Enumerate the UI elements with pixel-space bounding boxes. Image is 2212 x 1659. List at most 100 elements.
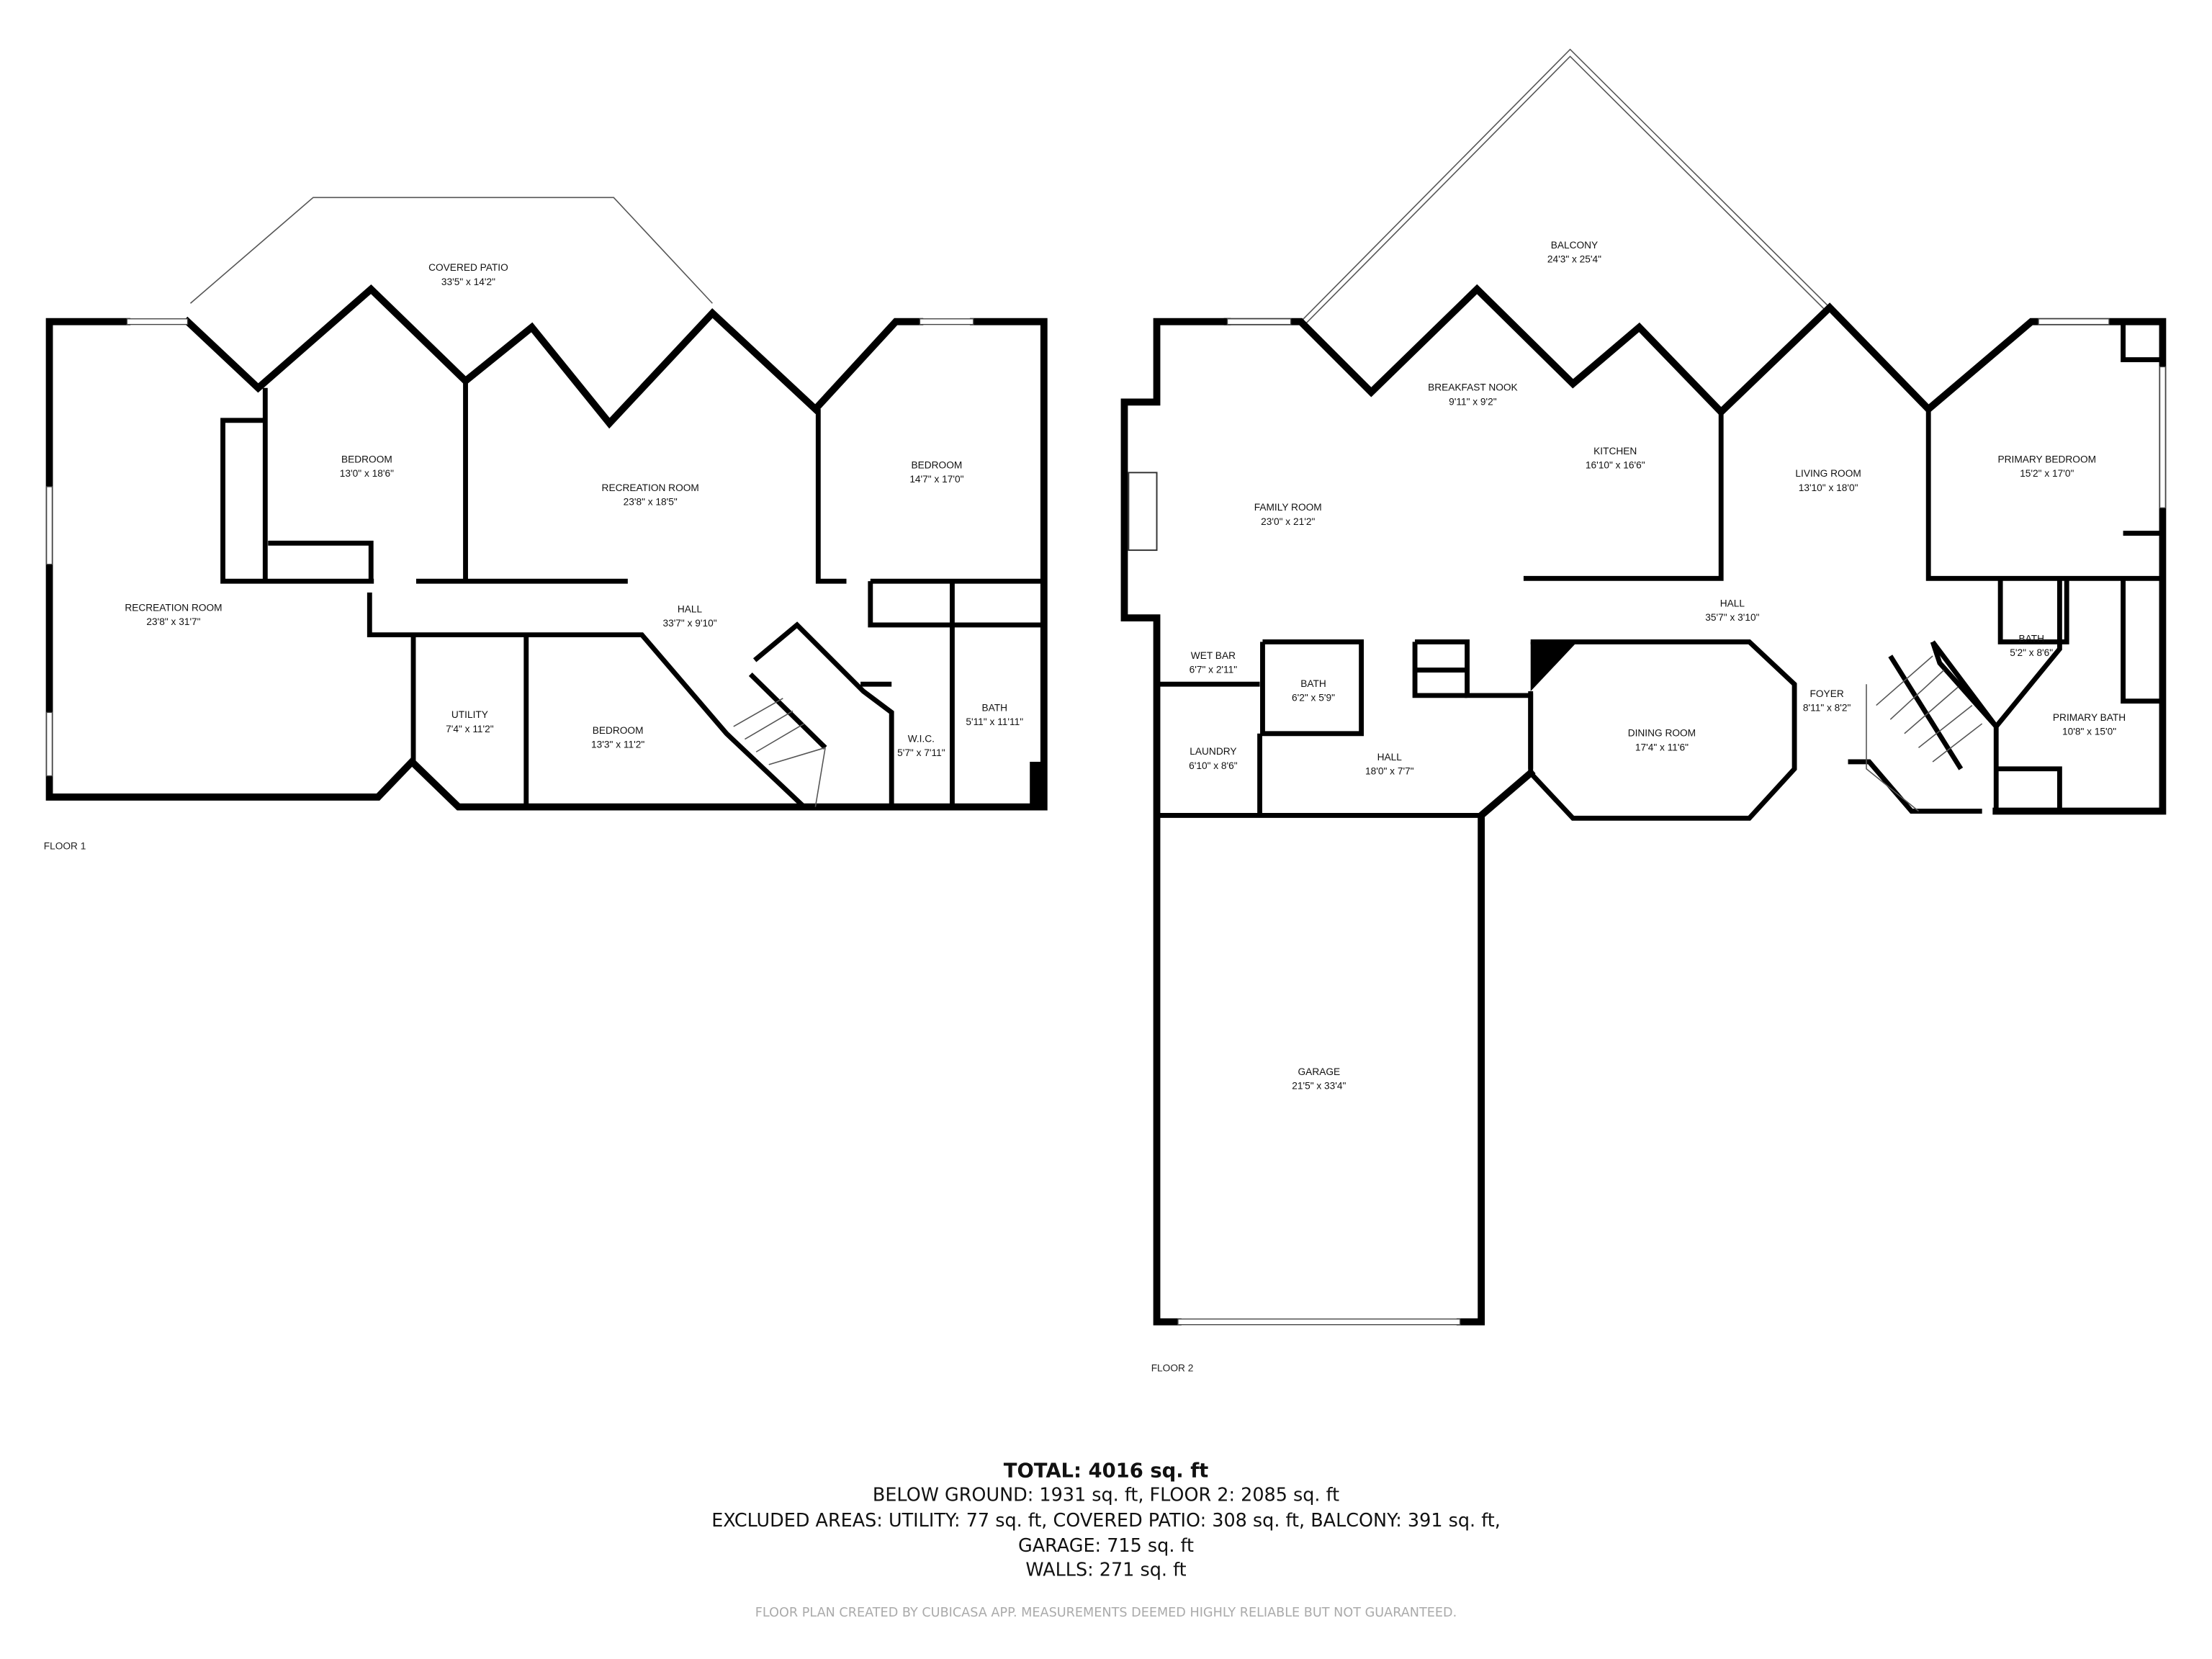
foyer-wall [1848, 759, 1982, 814]
room-name: RECREATION ROOM [602, 482, 699, 493]
floor-1-facade-wall [182, 284, 924, 429]
floor-1-exterior-wall [45, 318, 1048, 811]
area-line-4: WALLS: 271 sq. ft [1025, 1559, 1186, 1581]
window [45, 711, 53, 777]
covered-patio-outline [189, 197, 713, 304]
stairs [733, 698, 826, 807]
room-dims: 6'2" x 5'9" [1292, 693, 1335, 703]
room-name: BREAKFAST NOOK [1428, 382, 1518, 393]
room-name: GARAGE [1298, 1066, 1341, 1077]
room-name: BATH [1300, 678, 1326, 689]
room-name: HALL [1720, 598, 1745, 608]
room-dims: 33'5" x 14'2" [441, 276, 495, 287]
interior-wall [2121, 321, 2163, 363]
window [2038, 318, 2110, 325]
room-name: RECREATION ROOM [125, 602, 222, 613]
window [126, 318, 189, 325]
wall-block [1030, 761, 1044, 807]
stair-wall [1888, 655, 1964, 770]
room-name: BEDROOM [911, 459, 962, 470]
room-dims: 14'7" x 17'0" [909, 474, 963, 485]
floor-1-label: FLOOR 1 [44, 840, 86, 851]
room-name: DINING ROOM [1628, 728, 1696, 739]
area-line-2: EXCLUDED AREAS: UTILITY: 77 sq. ft, COVE… [711, 1510, 1501, 1532]
interior-wall [1523, 412, 1724, 581]
room-name: FAMILY ROOM [1254, 502, 1322, 513]
total-area: TOTAL: 4016 sq. ft [1004, 1460, 1208, 1482]
room-name: WET BAR [1191, 650, 1236, 661]
floor-1-labels: COVERED PATIO 33'5" x 14'2" BEDROOM 13'0… [44, 262, 1023, 851]
room-name: LIVING ROOM [1795, 468, 1861, 479]
floor-2-label: FLOOR 2 [1151, 1362, 1194, 1373]
dining-room-wall [1528, 639, 1797, 821]
room-name: UTILITY [451, 709, 488, 720]
room-name: COVERED PATIO [428, 262, 508, 273]
room-dims: 33'7" x 9'10" [662, 618, 716, 629]
floor-2-exterior-wall [1120, 318, 1231, 1326]
garage-wall [1456, 768, 1536, 1326]
interior-wall [868, 581, 1044, 628]
interior-wall [1415, 639, 1534, 769]
area-line-3: GARAGE: 715 sq. ft [1018, 1535, 1194, 1557]
room-name: PRIMARY BATH [2053, 712, 2126, 723]
interior-wall [2121, 578, 2163, 704]
room-dims: 23'8" x 31'7" [146, 616, 200, 627]
area-line-1: BELOW GROUND: 1931 sq. ft, FLOOR 2: 2085… [873, 1485, 1339, 1506]
balcony-outline [1300, 48, 1830, 323]
area-summary: TOTAL: 4016 sq. ft BELOW GROUND: 1931 sq… [711, 1460, 1501, 1620]
room-name: BEDROOM [593, 725, 644, 736]
room-dims: 5'11" x 11'11" [966, 716, 1023, 727]
interior-wall [1260, 639, 1364, 737]
interior-wall [1930, 578, 2062, 731]
garage-door [1177, 1318, 1461, 1326]
room-dims: 13'0" x 18'6" [340, 468, 394, 479]
room-dims: 6'10" x 8'6" [1189, 760, 1238, 771]
interior-wall [268, 540, 374, 582]
room-dims: 5'2" x 8'6" [2010, 647, 2053, 658]
room-dims: 35'7" x 3'10" [1705, 612, 1759, 623]
disclaimer: FLOOR PLAN CREATED BY CUBICASA APP. MEAS… [755, 1606, 1457, 1620]
room-dims: 23'0" x 21'2" [1261, 516, 1315, 527]
room-dims: 5'7" x 7'11" [897, 747, 945, 758]
room-dims: 16'10" x 16'6" [1586, 459, 1645, 470]
room-name: LAUNDRY [1190, 746, 1236, 757]
interior-wall [1925, 409, 2163, 581]
wall-block [1530, 642, 1578, 691]
room-name: HALL [678, 603, 703, 614]
interior-wall [752, 621, 894, 807]
room-dims: 17'4" x 11'6" [1635, 742, 1689, 752]
room-name: FOYER [1810, 688, 1844, 699]
balcony-outline [1304, 55, 1826, 325]
room-dims: 24'3" x 25'4" [1547, 253, 1601, 264]
interior-wall [1997, 578, 2069, 644]
room-name: KITCHEN [1593, 446, 1637, 457]
room-name: PRIMARY BEDROOM [1997, 454, 2096, 465]
room-name: W.I.C. [908, 734, 935, 745]
interior-wall [1412, 642, 1467, 698]
room-dims: 8'11" x 8'2" [1803, 702, 1851, 713]
room-dims: 15'2" x 17'0" [2020, 468, 2074, 479]
floor-2-plan [1120, 48, 2167, 1326]
room-dims: 6'7" x 2'11" [1190, 665, 1238, 675]
interior-wall [367, 592, 806, 809]
fireplace [1128, 472, 1158, 552]
window [2159, 366, 2167, 508]
interior-wall [748, 673, 827, 750]
room-dims: 13'10" x 18'0" [1799, 482, 1858, 493]
room-name: BATH [981, 702, 1007, 713]
stairs [1866, 655, 1983, 812]
stair-wall [1930, 641, 1998, 729]
room-dims: 18'0" x 7'7" [1365, 766, 1414, 777]
floor-2-labels: BALCONY 24'3" x 25'4" BREAKFAST NOOK 9'1… [1151, 240, 2126, 1374]
interior-wall [815, 409, 847, 584]
room-dims: 13'3" x 11'2" [591, 739, 644, 750]
floor-1-plan [45, 197, 1048, 811]
room-name: BATH [2018, 633, 2044, 644]
room-dims: 23'8" x 18'5" [624, 496, 678, 507]
room-dims: 10'8" x 15'0" [2062, 727, 2116, 737]
room-dims: 21'5" x 33'4" [1292, 1080, 1346, 1091]
window [1226, 318, 1292, 325]
room-name: BALCONY [1551, 240, 1598, 251]
room-dims: 7'4" x 11'2" [446, 724, 494, 734]
